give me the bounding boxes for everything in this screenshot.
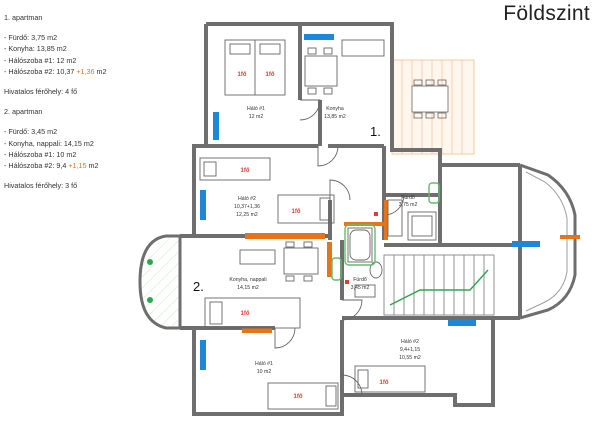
apt2-bedroom2-extra: +1,15	[68, 161, 87, 171]
room-area-hall2-apt2: 9,4+1,15	[400, 347, 420, 353]
room-area-hall2-apt1: 10,37+1,36	[234, 204, 260, 210]
furniture	[239, 39, 385, 282]
apt2-kitchen-living: - Konyha, nappali: 14,15 m2	[4, 138, 94, 148]
room-label-bath-apt2: Fürdő	[353, 277, 367, 283]
room-area-living-apt2: 14,15 m2	[237, 285, 259, 291]
green-fixtures	[331, 182, 440, 281]
apartment-legend: 1. apartman - Fürdő: 3,75 m2 - Konyha: 1…	[4, 12, 154, 191]
apartment-numbers: 1. 2.	[193, 124, 381, 294]
apt1-kitchen: - Konyha: 13,85 m2	[4, 44, 67, 54]
apt2-capacity: Hivatalos férőhely: 3 fő	[4, 181, 78, 191]
apt1-capacity: Hivatalos férőhely: 4 fő	[4, 87, 78, 97]
room-area-kitchen-apt1: 13,85 m2	[324, 114, 346, 120]
room-label-living-apt2: Konyha, nappali	[229, 277, 266, 283]
apt2-heading: 2. apartman	[4, 107, 43, 117]
apt1-bath: - Fürdő: 3,75 m2	[4, 33, 58, 43]
orange-walls	[242, 200, 580, 333]
beds	[199, 39, 426, 410]
apartment-number-2: 2.	[193, 279, 204, 294]
room-label-hall1-apt1: Háló #1	[247, 106, 265, 112]
bay-window-right	[519, 163, 577, 320]
bay-window-left	[138, 234, 182, 330]
bed-label: 1fő	[380, 380, 389, 386]
radiators	[200, 34, 540, 370]
apt2-bath: - Fürdő: 3,45 m2	[4, 127, 58, 137]
room-label-hall2-apt2: Háló #2	[401, 339, 419, 345]
floor-title: Földszint	[503, 2, 590, 25]
red-markers	[345, 212, 378, 284]
bed-label: 1fő	[292, 209, 301, 215]
room-area2-hall2-apt1: 12,25 m2	[236, 212, 258, 218]
room-area-hall1-apt1: 12 m2	[249, 114, 264, 120]
bed-label: 1fő	[241, 168, 250, 174]
staircase	[383, 254, 495, 316]
apt1-heading: 1. apartman	[4, 13, 43, 22]
bed-label: 1fő	[238, 72, 247, 78]
room-label-bath-apt1: Fürdő	[401, 195, 415, 201]
apt2-bedroom2: - Hálószoba #2: 9,4 +1,15 m2	[4, 161, 99, 171]
bed-label: 1fő	[294, 394, 303, 400]
room-label-kitchen-apt1: Konyha	[326, 106, 344, 112]
apartment-number-1: 1.	[370, 124, 381, 139]
bathroom-fixtures	[347, 199, 437, 298]
room-area-bath-apt1: 3,75 m2	[399, 202, 418, 208]
apt2-bedroom1: - Hálószoba #1: 10 m2	[4, 149, 77, 159]
room-labels: Háló #1 12 m2 Konyha 13,85 m2 Háló #2 10…	[229, 106, 421, 375]
apt1-bedroom2-extra: +1,36	[76, 66, 95, 76]
apt1-bedroom1: - Hálószoba #1: 12 m2	[4, 55, 77, 65]
bed-label: 1fő	[241, 311, 250, 317]
room-label-hall1-apt2: Háló #1	[255, 361, 273, 367]
bed-capacity-labels: 1fő 1fő 1fő 1fő 1fő 1fő 1fő	[238, 72, 389, 400]
apt1-bedroom2: - Hálószoba #2: 10,37 +1,36 m2	[4, 66, 107, 76]
room-area-hall1-apt2: 10 m2	[257, 369, 272, 375]
room-label-hall2-apt1: Háló #2	[238, 196, 256, 202]
room-area2-hall2-apt2: 10,55 m2	[399, 355, 421, 361]
room-area-bath-apt2: 3,45 m2	[351, 285, 370, 291]
bed-label: 1fő	[266, 72, 275, 78]
terrace-table	[411, 79, 449, 119]
